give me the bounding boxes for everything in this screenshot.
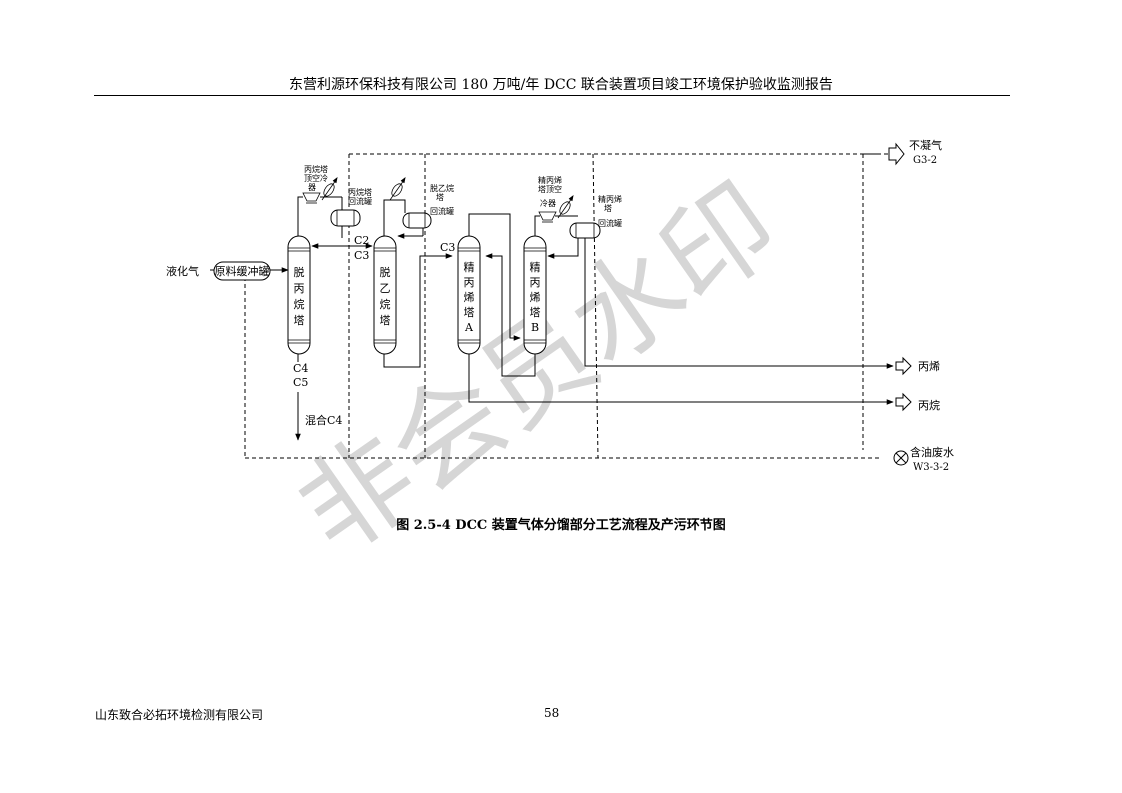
cooler4-label: 冷器 (540, 198, 556, 208)
column-char: 丙 (464, 276, 475, 289)
reflux-drum-1 (330, 209, 361, 227)
page-number: 58 (544, 706, 560, 720)
svg-text:不凝气: 不凝气 (909, 138, 942, 152)
column-char: 塔 (530, 306, 541, 319)
column-deethanizer: 脱 乙 烷 塔 (373, 235, 397, 355)
cooler4-label: 塔顶空 (538, 184, 562, 194)
column-char: 塔 (380, 314, 391, 327)
column-char: 烯 (530, 291, 541, 304)
cooler1-label: 顶空冷 (304, 173, 328, 183)
column-depropanizer: 脱 丙 烷 塔 (287, 235, 311, 355)
drum2-label: 塔 (436, 192, 444, 202)
buffer-tank: 原料缓冲罐 (213, 261, 271, 281)
dashed-lines (244, 153, 880, 459)
column-char: 烯 (464, 291, 475, 304)
stream-c3-label: C3 (440, 241, 455, 254)
stream-c5-label: C5 (293, 376, 308, 389)
air-cooler-1 (302, 177, 338, 204)
propylene-outlet: 丙烯 (895, 356, 940, 376)
drum4-label: 塔 (604, 203, 612, 213)
figure-caption: 图 2.5-4 DCC 装置气体分馏部分工艺流程及产污环节图 (396, 518, 726, 533)
column-char: 脱 (294, 265, 305, 279)
drum1-label: 回流罐 (348, 196, 372, 206)
column-char: 塔 (464, 306, 475, 319)
column-char: 脱 (380, 265, 391, 279)
svg-text:丙烯: 丙烯 (918, 360, 940, 373)
column-char: 丙 (530, 276, 541, 289)
header-rule (94, 95, 1010, 96)
column-char: 烷 (294, 297, 305, 311)
column-char: B (531, 321, 539, 334)
column-char: 烷 (380, 297, 391, 311)
column-char: 丙 (294, 282, 305, 295)
cooler-2 (389, 177, 406, 201)
svg-text:丙烷: 丙烷 (918, 398, 940, 412)
feed-label: 液化气 (166, 264, 199, 278)
drum2-label: 脱乙烷 (430, 183, 454, 193)
column-char: 精 (530, 261, 541, 274)
cooler1-label: 丙烷塔 (304, 164, 328, 174)
drum4-label: 回流罐 (598, 218, 622, 228)
cooler1-label: 器 (308, 183, 316, 192)
air-cooler-4 (538, 195, 574, 223)
drum1-label: 丙烷塔 (348, 187, 372, 197)
oily-water-outlet: 含油废水 W3-3-2 (893, 445, 954, 473)
cooler4-label: 精丙烯 (538, 175, 562, 185)
svg-text:含油废水: 含油废水 (910, 445, 954, 459)
drum2-label: 回流罐 (430, 206, 454, 216)
svg-text:W3-3-2: W3-3-2 (913, 462, 949, 473)
reflux-drum-2 (402, 212, 432, 229)
propane-outlet: 丙烷 (895, 392, 940, 412)
reflux-drum-4 (569, 222, 601, 239)
column-char: 精 (464, 261, 475, 274)
column-char: A (464, 321, 474, 334)
stream-c2-label: C2 (354, 234, 369, 247)
process-lines (210, 196, 894, 441)
mixed-c4-label: 混合C4 (305, 413, 342, 427)
svg-text:原料缓冲罐: 原料缓冲罐 (215, 264, 270, 278)
drum4-label: 精丙烯 (598, 194, 622, 204)
stream-c3-label: C3 (354, 249, 369, 262)
column-char: 乙 (380, 282, 391, 295)
noncondensable-outlet: 不凝气 G3-2 (863, 138, 942, 166)
footer-company: 山东致合必拓环境检测有限公司 (95, 708, 264, 722)
stream-c4-label: C4 (293, 362, 308, 375)
column-propylene-b: 精 丙 烯 塔 B (523, 235, 547, 355)
column-propylene-a: 精 丙 烯 塔 A (457, 235, 481, 355)
column-char: 塔 (294, 314, 305, 327)
svg-text:G3-2: G3-2 (913, 155, 937, 166)
page-header-title: 东营利源环保科技有限公司 180 万吨/年 DCC 联合装置项目竣工环境保护验收… (289, 77, 833, 93)
